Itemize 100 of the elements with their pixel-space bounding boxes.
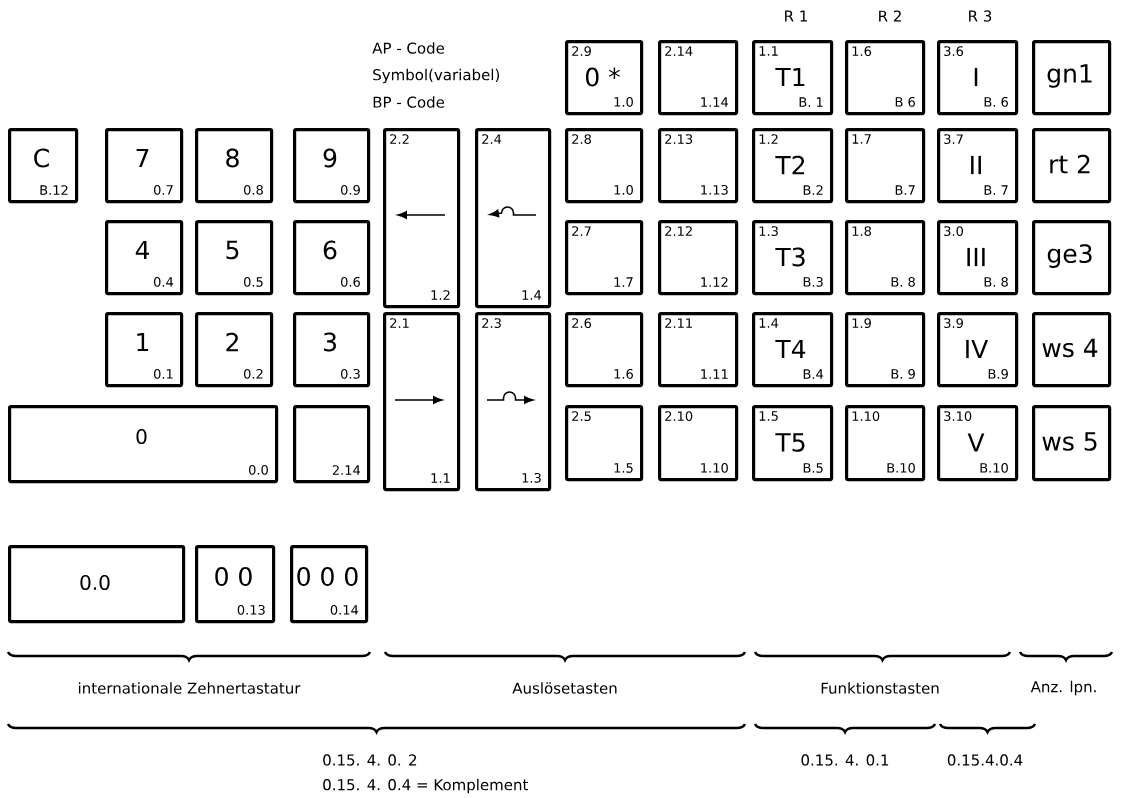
key-code: 1.6: [614, 369, 633, 379]
key: [293, 312, 371, 388]
key-code: 2.3: [482, 318, 501, 329]
key-symbol: 6: [323, 240, 337, 260]
key-code: 0.3: [341, 369, 360, 379]
key-code: B 6: [895, 96, 915, 107]
key-code: 3.9: [944, 318, 963, 329]
key-code: 1.4: [759, 318, 779, 328]
key-code: 1.7: [852, 134, 871, 144]
key-symbol: 5: [226, 240, 239, 260]
key-code: 0.2: [244, 369, 263, 379]
code-label: 0.15. 4. 0.4 = Komplement: [323, 778, 528, 794]
key-code: 3.7: [944, 134, 963, 145]
key-code: 0.1: [154, 369, 173, 379]
code-legend: Symbol(variabel): [373, 68, 500, 84]
key: [475, 128, 552, 309]
key-code: 3.0: [944, 226, 963, 237]
key-symbol: V: [967, 433, 985, 452]
key: [293, 128, 371, 204]
key-code: 0.5: [244, 276, 263, 287]
key-symbol: 0 0: [215, 567, 252, 586]
key-code: 1.1: [759, 46, 778, 56]
key: [565, 220, 644, 296]
key: [845, 405, 926, 482]
key-code: B.10: [980, 463, 1008, 473]
key: [565, 40, 644, 116]
code-label: 0.15. 4. 0.1: [801, 754, 889, 766]
key-code: B. 9: [891, 369, 915, 379]
key: [8, 545, 186, 624]
key-code: 1.6: [852, 46, 872, 57]
key: [658, 40, 739, 116]
key: [752, 312, 834, 388]
code-legend: BP - Code: [373, 96, 445, 108]
key-code: B.10: [887, 463, 915, 473]
key-symbol: 0 *: [586, 67, 620, 87]
key: [8, 405, 279, 484]
key-symbol: T5: [775, 433, 805, 452]
key: [195, 312, 274, 388]
key-symbol: ws 5: [1042, 432, 1097, 451]
key-code: 0.14: [330, 605, 359, 615]
column-label: R 2: [879, 10, 901, 22]
key-code: 1.0: [614, 96, 633, 107]
key-code: 1.3: [522, 473, 541, 483]
group-label: internationale Zehnertastatur: [78, 682, 301, 694]
key-symbol: IV: [966, 339, 989, 359]
key: [195, 545, 276, 624]
key-code: B.9: [988, 369, 1008, 379]
group-label: Anz. lpn.: [1030, 680, 1096, 696]
key-code: B. 7: [984, 185, 1008, 195]
key: [937, 128, 1019, 204]
key: [845, 40, 926, 116]
key-code: 1.2: [759, 134, 778, 144]
key: [383, 128, 461, 309]
key-code: 2.2: [390, 134, 409, 144]
key-code: 1.0: [614, 184, 633, 195]
key-code: 0.9: [341, 184, 360, 195]
key-code: 1.8: [852, 226, 871, 237]
key-code: 1.10: [852, 411, 880, 422]
group-label: Funktionstasten: [821, 682, 939, 694]
key: [293, 405, 371, 484]
key: [475, 312, 552, 492]
key-symbol: gn1: [1047, 64, 1092, 88]
key-code: 2.12: [665, 226, 692, 236]
key-code: 2.14: [665, 46, 693, 56]
key-code: 0.7: [154, 184, 173, 195]
key-symbol: 7: [136, 148, 149, 168]
key-code: B.5: [803, 463, 823, 473]
key-code: 2.8: [572, 134, 591, 145]
key-symbol: ge3: [1047, 244, 1092, 268]
key-code: 2.5: [572, 411, 591, 422]
key-code: 1.14: [701, 97, 729, 107]
key-symbol: 0: [136, 428, 147, 445]
key: [937, 220, 1019, 296]
code-label: 0.15.4.0.4: [947, 754, 1023, 766]
key-code: 2.6: [572, 318, 592, 329]
key: [752, 220, 834, 296]
key-code: 1.5: [614, 463, 633, 473]
key-code: B. 8: [891, 276, 915, 287]
key-code: 1.13: [701, 184, 728, 195]
key-code: 1.3: [759, 226, 778, 237]
key-code: 1.12: [701, 277, 728, 287]
key: [105, 128, 184, 204]
key-code: 1.11: [701, 369, 728, 379]
key-code: 1.7: [614, 277, 633, 287]
key-code: 2.10: [665, 411, 693, 422]
key: [1032, 405, 1112, 482]
key-code: 1.5: [759, 411, 778, 421]
key: [565, 405, 644, 482]
key-symbol: T3: [775, 247, 805, 267]
key: [937, 405, 1019, 482]
key-symbol: 1: [137, 332, 149, 352]
key: [105, 220, 184, 296]
key: [565, 128, 644, 204]
key-symbol: T4: [775, 339, 806, 359]
key-symbol: 8: [226, 148, 239, 168]
key-symbol: T1: [775, 67, 805, 87]
key: [1032, 312, 1112, 388]
key-symbol: 0 0 0: [297, 567, 358, 586]
key-code: B.3: [803, 276, 823, 287]
key-code: 1.1: [431, 473, 450, 483]
